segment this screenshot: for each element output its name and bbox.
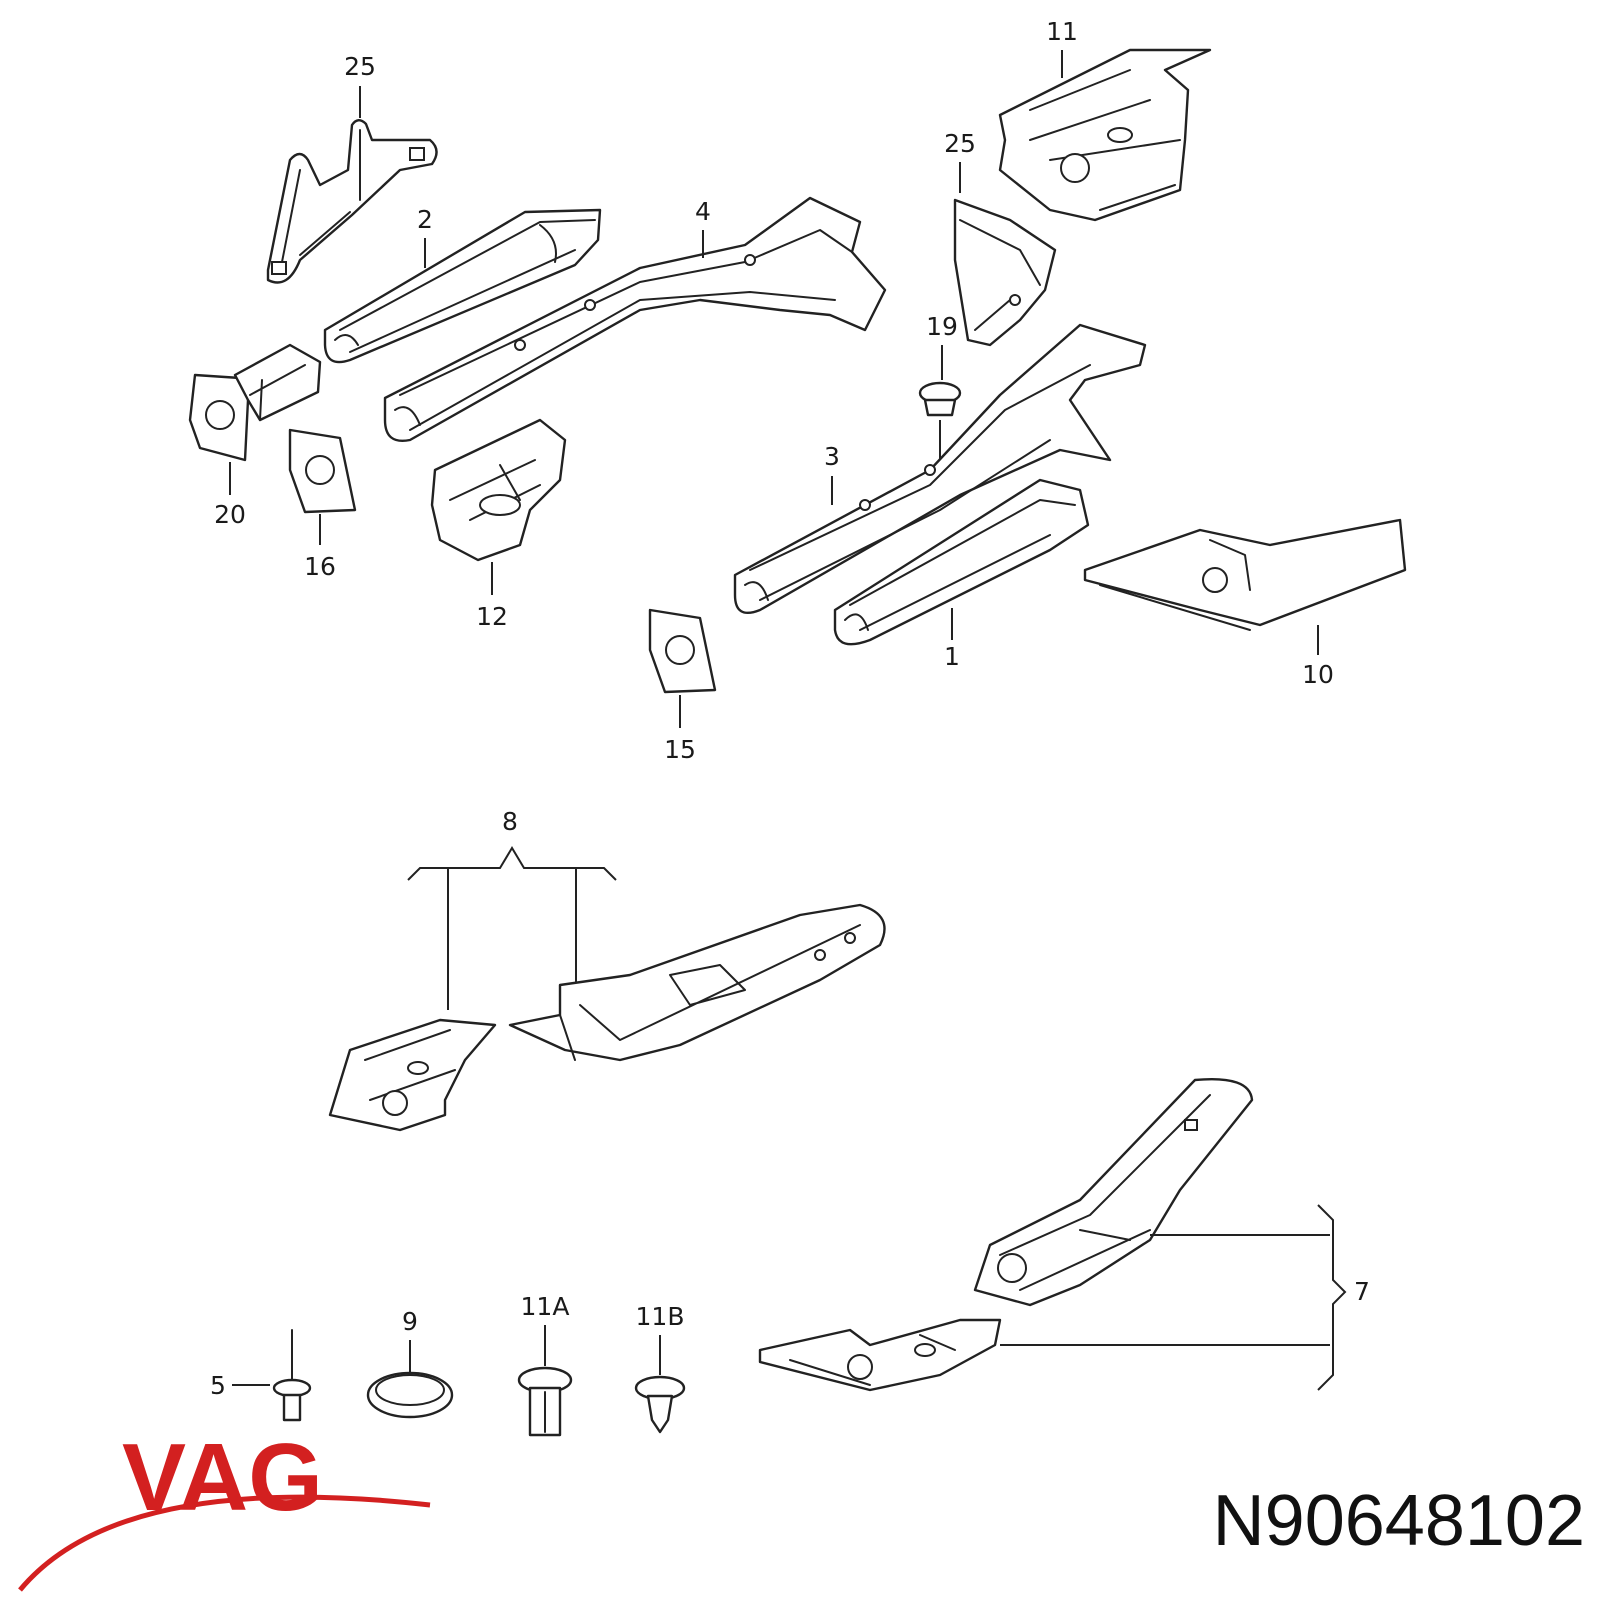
part-8-left-piece [328,1018,497,1132]
part-20-crash-box [188,343,322,462]
callout-7: 7 [1354,1277,1370,1306]
part-11b-clip [634,1375,686,1434]
vag-logo: VAG [18,1424,431,1592]
callout-3: 3 [824,442,840,471]
callout-9: 9 [402,1307,418,1336]
callout-5: 5 [210,1371,226,1400]
callout-19: 19 [926,312,958,341]
callout-12: 12 [476,602,508,631]
part-15-plate [648,608,717,694]
part-25-bracket-left [266,119,438,284]
part-8-right-piece [508,903,886,1062]
part-10-floor-panel [1083,518,1407,631]
callout-10: 10 [1302,660,1334,689]
callout-15: 15 [664,735,696,764]
part-5-rivet [272,1329,312,1422]
part-1-sill [833,478,1090,646]
part-4-long-rail [383,196,887,442]
part-25-bracket-right [953,198,1057,347]
part-3-rail [733,323,1147,615]
callout-25-left: 25 [344,52,376,81]
callout-16: 16 [304,552,336,581]
part-9-plug [366,1371,454,1419]
callout-20: 20 [214,500,246,529]
callout-11a: 11A [521,1292,570,1321]
part-7-lower-piece [758,1318,1002,1392]
callout-4: 4 [695,197,711,226]
callout-1: 1 [944,642,960,671]
part-2-rail [323,208,602,364]
callout-11b: 11B [636,1302,685,1331]
part-12-bracket [430,418,567,562]
callout-25-right: 25 [944,129,976,158]
part-7-upper-piece [973,1078,1254,1307]
part-11-panel [998,48,1212,222]
svg-text:VAG: VAG [122,1424,323,1531]
callout-8: 8 [502,807,518,836]
part-19-clip [918,381,962,417]
part-11a-clip [517,1366,573,1437]
part-16-plate [288,428,357,514]
callout-11: 11 [1046,17,1078,46]
part-number: N90648102 [1213,1481,1585,1561]
callout-2: 2 [417,205,433,234]
